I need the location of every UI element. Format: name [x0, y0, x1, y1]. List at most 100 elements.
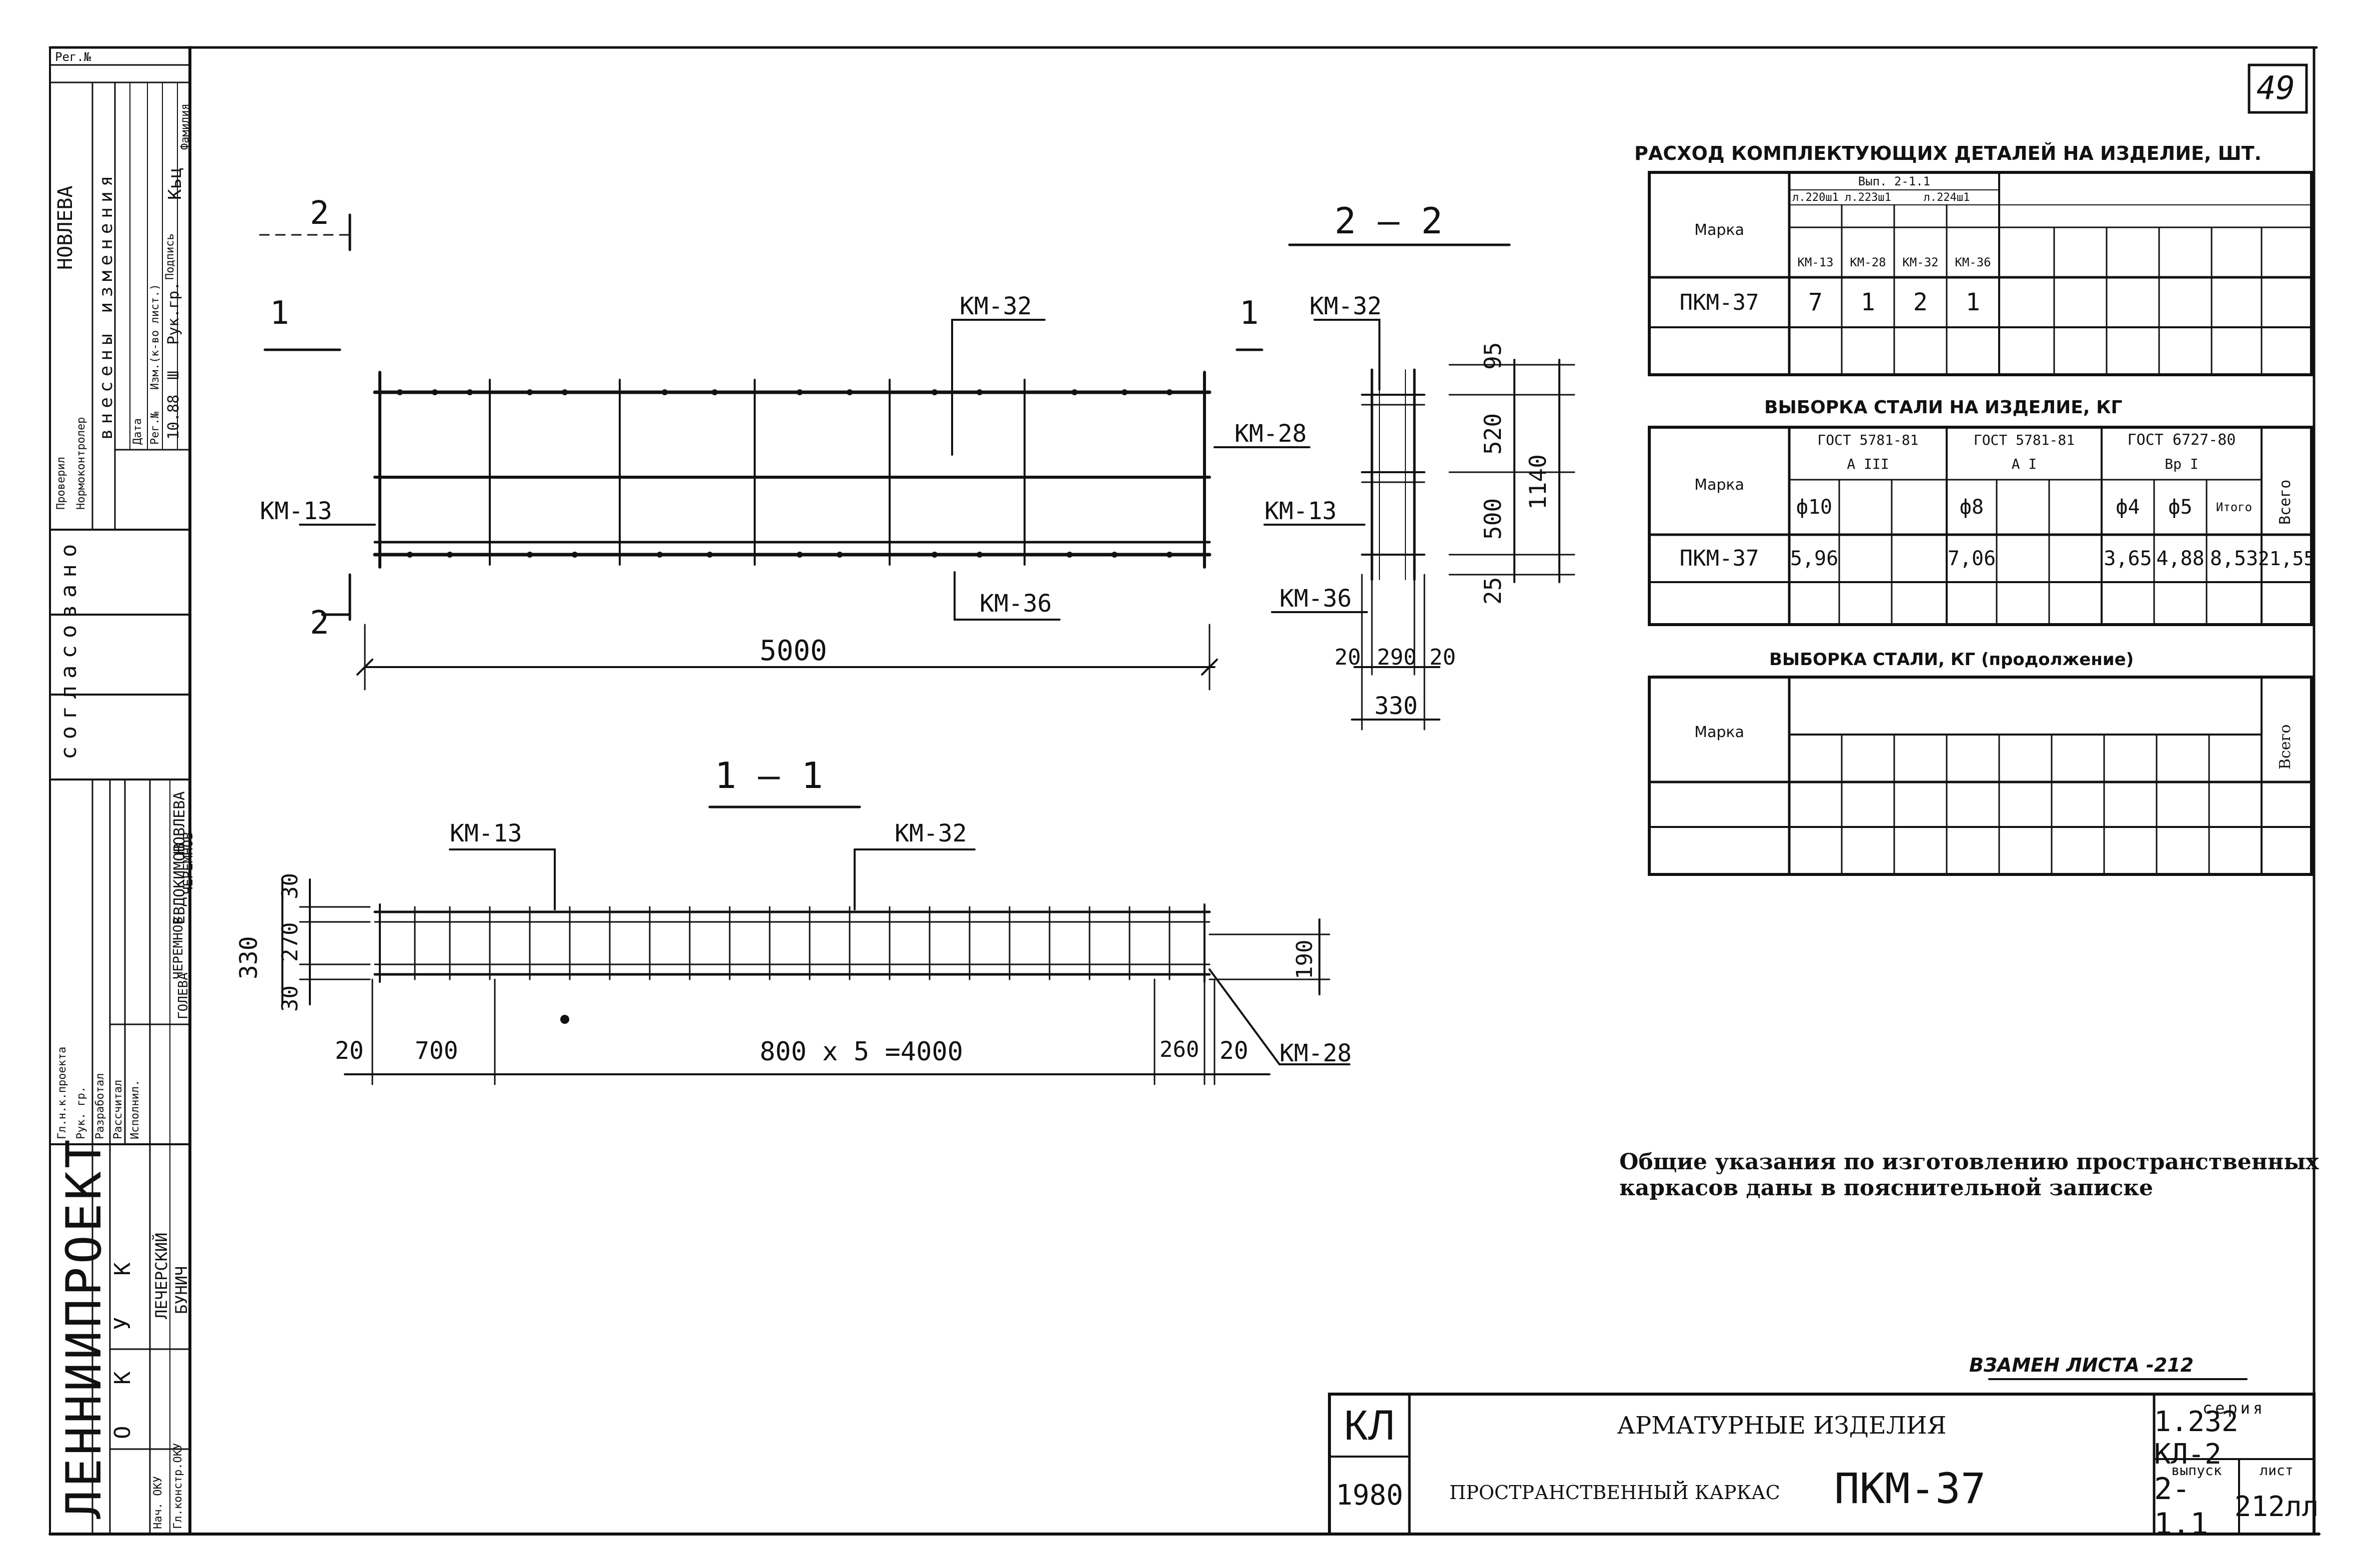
section11-dim-h-total: 330: [235, 936, 263, 979]
section22-label-km13: КМ-13: [1264, 497, 1337, 525]
stamp-surname: БУНИЧ: [172, 1266, 191, 1314]
cut-mark-1-right: 1: [1239, 295, 1259, 332]
note-line: каркасов даны в пояснительной записке: [1619, 1175, 2154, 1201]
stamp-role: Разработал: [94, 1073, 106, 1139]
section11-label-km28: КМ-28: [1279, 1039, 1352, 1067]
general-notes: Общие указания по изготовлению пространс…: [1619, 1149, 2319, 1201]
cut-mark-1-left: 1: [270, 295, 289, 332]
title-block-series: 1.232 КЛ-2: [2154, 1405, 2239, 1471]
stamp-surname: ЧЕРЕМНОВ: [181, 831, 196, 894]
title-block-subtitle: ПРОСТРАНСТВЕННЫЙ КАРКАС: [1449, 1482, 1780, 1504]
elevation-length-dim: 5000: [760, 635, 827, 667]
table3-title: ВЫБОРКА СТАЛИ, КГ (продолжение): [1769, 650, 2134, 670]
stamp-surname: ГОЛЕВА: [176, 972, 191, 1019]
section22-dim-mid2: 500: [1479, 498, 1506, 540]
title-block-product: ПКМ-37: [1834, 1464, 1986, 1513]
table2-cell: 4,88: [2156, 547, 2205, 570]
section11-dim-20b: 20: [1219, 1037, 1248, 1065]
stamp-checked-label: Проверил: [55, 457, 67, 510]
table1-cell: 1: [1861, 288, 1875, 316]
replaces-note: ВЗАМЕН ЛИСТА -212: [1969, 1354, 2194, 1376]
stamp-norm-control: Нормоконтролер: [75, 417, 87, 510]
table1-title: РАСХОД КОМПЛЕКТУЮЩИХ ДЕТАЛЕЙ НА ИЗДЕЛИЕ,…: [1634, 142, 2262, 164]
title-block-issue: 2-1.1: [2154, 1472, 2209, 1542]
table2-col-header: Итого: [2216, 500, 2253, 514]
stamp-surname: ЛЕЧЕРСКИЙ: [152, 1232, 171, 1319]
elevation-label-km36: КМ-36: [980, 590, 1052, 618]
table2-class1: А III: [1847, 455, 1889, 472]
table2-cell: 7,06: [1947, 547, 1996, 570]
stamp-change-qty: Рук.гр.: [165, 281, 182, 345]
table1-col-header: КМ-13: [1797, 255, 1834, 269]
stamp-role: Нач. ОКУ: [152, 1476, 164, 1529]
section-2-2-title: 2 — 2: [1334, 200, 1443, 242]
table2-class2: А I: [2011, 455, 2037, 472]
stamp-checker-name: НОВЛЕВА: [54, 185, 77, 270]
stamp-change-col: Фамилия: [179, 103, 191, 150]
table2-cell: 8,53: [2210, 547, 2259, 570]
sheet-number: 49: [2257, 70, 2296, 107]
section-1-1-title: 1 — 1: [715, 755, 823, 796]
section22-dim-mid1: 520: [1479, 413, 1506, 455]
elevation-label-km28: КМ-28: [1234, 420, 1307, 448]
table2-col-header: ф5: [2168, 496, 2193, 519]
stamp-changes: внесены изменения: [96, 170, 116, 440]
section22-dim-w-right: 20: [1429, 645, 1456, 670]
table1-col-header: КМ-32: [1902, 255, 1939, 269]
table2-row-total: 21,55: [2258, 547, 2316, 570]
table2-col-header: ф8: [1959, 496, 1984, 519]
table1-marka-header: Марка: [1694, 221, 1744, 239]
table2-title: ВЫБОРКА СТАЛИ НА ИЗДЕЛИЕ, КГ: [1764, 397, 2123, 418]
title-block-code: КЛ: [1343, 1402, 1396, 1449]
section11-dim-h-right: 190: [1292, 939, 1317, 979]
title-block-sheet-label: лист: [2260, 1462, 2294, 1479]
table2-cell: 5,96: [1790, 547, 1839, 570]
section22-dim-w-total: 330: [1374, 692, 1418, 720]
section22-label-km32: КМ-32: [1309, 292, 1382, 320]
title-block-issue-label: выпуск: [2171, 1462, 2222, 1479]
stamp-change-date: 10.88: [165, 394, 182, 440]
table2-gost2: ГОСТ 5781-81: [1973, 432, 2075, 448]
stamp-role: Гл.н.к.проекта: [56, 1046, 68, 1139]
table2-marka-header: Марка: [1694, 476, 1744, 494]
table1-col-header: КМ-36: [1955, 255, 1991, 269]
section11-dim-20a: 20: [335, 1037, 364, 1065]
section11-dim-260: 260: [1160, 1037, 1199, 1062]
title-block-year: 1980: [1335, 1479, 1403, 1512]
table2-gost3: ГОСТ 6727-80: [2127, 431, 2236, 449]
section11-label-km13: КМ-13: [450, 819, 522, 847]
stamp-change-col: Дата: [131, 418, 144, 445]
title-block-series-label: серия: [2202, 1398, 2266, 1418]
title-block-sheet: 212лл: [2234, 1490, 2319, 1523]
stamp-change-surname: Кьц: [165, 167, 185, 200]
table2-col-header: ф10: [1796, 496, 1833, 519]
cut-mark-2-top: 2: [310, 195, 329, 232]
section11-dim-700: 700: [415, 1037, 458, 1065]
section22-dim-w-left: 20: [1334, 645, 1361, 670]
table2-gost1: ГОСТ 5781-81: [1817, 432, 1919, 448]
table3-marka-header: Марка: [1694, 723, 1744, 741]
table1-cell: 2: [1913, 288, 1928, 316]
section11-dim-h-bot: 30: [277, 985, 303, 1012]
table2-col-header: ф4: [2116, 496, 2140, 519]
section22-dim-total: 1140: [1524, 454, 1551, 510]
table2-class3: Вр I: [2165, 455, 2199, 472]
table2-row-mark: ПКМ-37: [1679, 546, 1759, 571]
stamp-role: Рук. гр.: [75, 1086, 87, 1139]
table1-sheet-ref: л.220ш1: [1792, 191, 1839, 204]
section22-dim-w-mid: 290: [1377, 645, 1417, 670]
table1-col-header: КМ-28: [1850, 255, 1886, 269]
table1-cell: 7: [1808, 288, 1823, 316]
section11-dim-h-top: 30: [277, 873, 303, 899]
stamp-agreed: согласовано: [56, 537, 81, 760]
section11-dim-h-mid: 270: [277, 922, 303, 962]
stamp-change-reg: Ш: [165, 370, 182, 380]
stamp-change-col: Изм.(к-во лист.): [149, 284, 161, 390]
elevation-label-km32: КМ-32: [960, 292, 1032, 320]
stamp-role: Исполнил.: [129, 1079, 141, 1139]
elevation-label-km13: КМ-13: [260, 497, 332, 525]
stamp-change-col: Рег.№: [149, 411, 161, 445]
stamp-reg-no: Рег.№: [55, 50, 91, 64]
